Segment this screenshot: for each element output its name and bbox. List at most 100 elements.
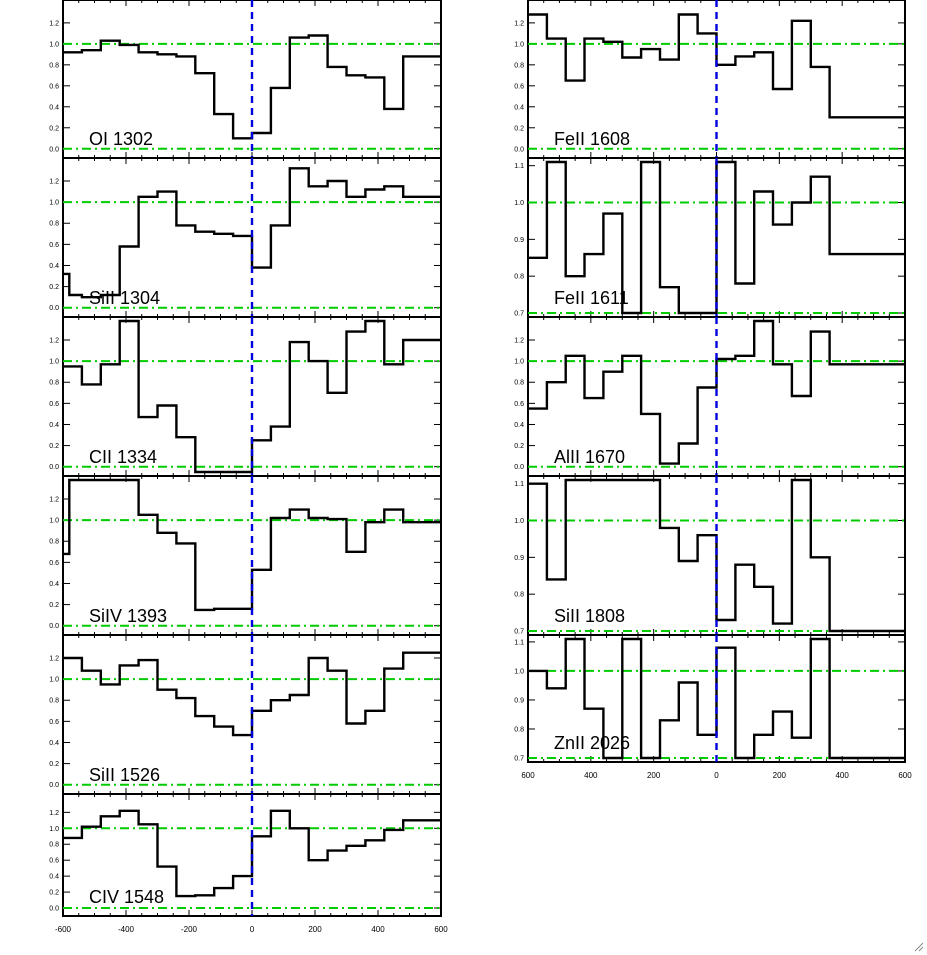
y-tick-label: 0.4	[49, 874, 59, 881]
panel-label: OI 1302	[89, 129, 153, 149]
y-tick-label: 0.4	[49, 263, 59, 270]
panel-label: CIV 1548	[89, 887, 164, 907]
flux-profile-line	[528, 13, 905, 119]
y-tick-label: 0.4	[49, 422, 59, 429]
y-tick-label: 1.2	[514, 338, 524, 345]
x-tick-label: -200	[181, 925, 198, 934]
x-tick-label: 200	[773, 771, 787, 780]
y-tick-label: 0.4	[49, 104, 59, 111]
x-tick-label: -600	[55, 925, 72, 934]
y-tick-label: 1.0	[49, 826, 59, 833]
y-tick-label: 0.7	[514, 756, 524, 763]
y-tick-label: 0.0	[49, 146, 59, 153]
flux-profile-line	[528, 160, 905, 315]
y-tick-label: 1.0	[514, 518, 524, 525]
y-tick-label: 1.2	[514, 20, 524, 27]
y-tick-label: 1.1	[514, 481, 524, 488]
y-tick-label: 0.2	[49, 761, 59, 768]
y-tick-label: 0.8	[514, 380, 524, 387]
y-tick-label: 0.0	[514, 464, 524, 471]
y-tick-label: 0.8	[514, 62, 524, 69]
y-tick-label: 0.2	[49, 602, 59, 609]
panel-label: SiII 1304	[89, 288, 160, 308]
x-tick-label: 200	[308, 925, 322, 934]
y-tick-label: 0.4	[514, 422, 524, 429]
y-tick-label: 0.8	[49, 698, 59, 705]
y-tick-label: 0.2	[49, 443, 59, 450]
resize-grip-icon[interactable]	[914, 942, 924, 952]
y-tick-label: 1.0	[514, 359, 524, 366]
y-tick-label: 0.6	[49, 83, 59, 90]
x-tick-label: 0	[714, 771, 719, 780]
y-tick-label: 0.0	[49, 305, 59, 312]
y-tick-label: 0.6	[49, 401, 59, 408]
y-tick-label: 0.2	[514, 443, 524, 450]
y-tick-label: 0.7	[514, 629, 524, 636]
y-tick-label: 0.9	[514, 237, 524, 244]
flux-profile-line	[528, 637, 905, 760]
x-tick-label: 400	[835, 771, 849, 780]
y-tick-label: 0.8	[49, 842, 59, 849]
panel-label: FeII 1608	[554, 129, 630, 149]
x-tick-label: 200	[647, 771, 661, 780]
y-tick-label: 0.4	[49, 581, 59, 588]
panel-label: AlII 1670	[554, 447, 625, 467]
y-tick-label: 0.8	[49, 539, 59, 546]
y-tick-label: 0.4	[514, 104, 524, 111]
flux-profile-line	[528, 319, 905, 465]
x-tick-label: 400	[371, 925, 385, 934]
y-tick-label: 1.2	[49, 656, 59, 663]
y-tick-label: 0.4	[49, 740, 59, 747]
panel-label: ZnII 2026	[554, 733, 630, 753]
x-tick-label: 0	[250, 925, 255, 934]
y-tick-label: 0.6	[49, 719, 59, 726]
y-tick-label: 0.2	[49, 125, 59, 132]
panel-label: FeII 1611	[554, 288, 629, 308]
y-tick-label: 0.8	[514, 274, 524, 281]
spectral-panel: 0.00.20.40.60.81.01.2OI 1302	[49, 0, 442, 159]
y-tick-label: 0.9	[514, 697, 524, 704]
y-tick-label: 1.2	[49, 179, 59, 186]
y-tick-label: 0.0	[49, 782, 59, 789]
panel-label: SiII 1526	[89, 765, 160, 785]
y-tick-label: 1.2	[49, 20, 59, 27]
y-tick-label: 0.2	[49, 890, 59, 897]
panel-label: SiII 1808	[554, 606, 625, 626]
y-tick-label: 0.7	[514, 311, 524, 318]
y-tick-label: 1.2	[49, 497, 59, 504]
y-tick-label: 0.8	[49, 380, 59, 387]
flux-profile-line	[63, 478, 441, 612]
x-tick-label: 600	[898, 771, 912, 780]
y-tick-label: 1.2	[49, 338, 59, 345]
y-tick-label: 1.0	[49, 359, 59, 366]
flux-profile-line	[528, 478, 905, 633]
y-tick-label: 1.0	[49, 200, 59, 207]
y-tick-label: 0.8	[514, 592, 524, 599]
y-tick-label: 1.2	[49, 810, 59, 817]
y-tick-label: 0.8	[514, 726, 524, 733]
panel-label: SiIV 1393	[89, 606, 167, 626]
y-tick-label: 0.6	[49, 560, 59, 567]
y-tick-label: 0.0	[49, 906, 59, 913]
y-tick-label: 0.0	[49, 623, 59, 630]
y-tick-label: 1.0	[49, 518, 59, 525]
y-tick-label: 0.6	[49, 242, 59, 249]
y-tick-label: 0.0	[49, 464, 59, 471]
y-tick-label: 0.0	[514, 146, 524, 153]
panel-label: CII 1334	[89, 447, 157, 467]
y-tick-label: 0.2	[49, 284, 59, 291]
y-tick-label: 0.6	[514, 401, 524, 408]
y-tick-label: 0.9	[514, 555, 524, 562]
y-tick-label: 0.8	[49, 62, 59, 69]
